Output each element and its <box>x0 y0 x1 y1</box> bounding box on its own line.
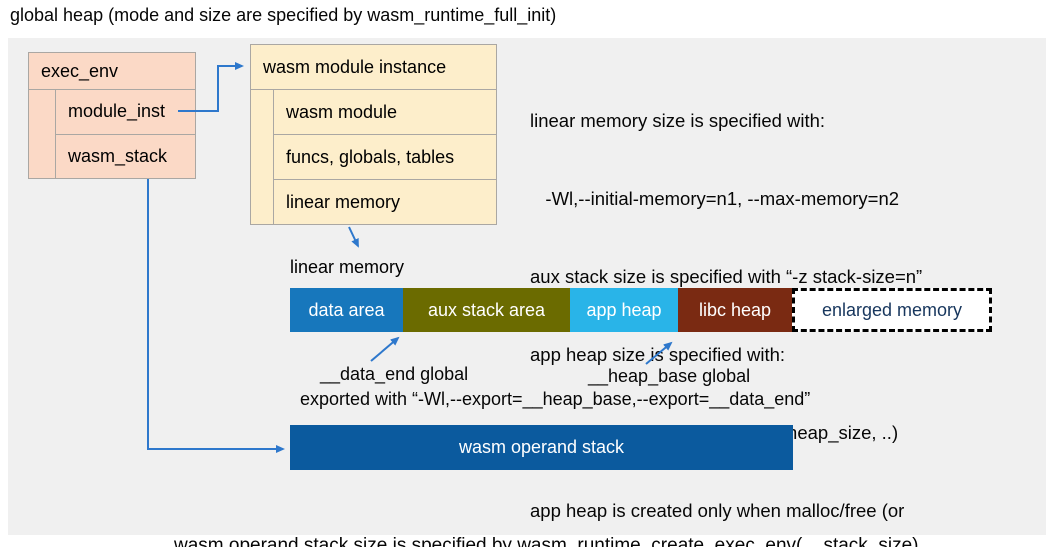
segment-aux-stack-area: aux stack area <box>403 288 570 332</box>
module-instance-indent-strip <box>251 90 274 224</box>
segment-enlarged-memory: enlarged memory <box>792 288 992 332</box>
note-line: app heap size is specified with: <box>530 344 786 365</box>
linear-memory-label: linear memory <box>290 257 405 277</box>
linear-memory-bar: data area aux stack area app heap libc h… <box>290 288 992 332</box>
footer-note: wasm operand stack size is specified by … <box>174 483 919 547</box>
exec-env-body: module_inst wasm_stack <box>29 90 195 178</box>
module-instance-box: wasm module instance wasm module funcs, … <box>250 44 497 225</box>
segment-data-area: data area <box>290 288 403 332</box>
operand-stack-bar: wasm operand stack <box>290 425 793 470</box>
segment-libc-heap: libc heap <box>678 288 792 332</box>
module-inst-cell: module_inst <box>56 90 195 135</box>
wasm-stack-cell: wasm_stack <box>68 145 168 166</box>
wasm-module-cell: wasm module <box>274 90 496 135</box>
exec-env-box: exec_env module_inst wasm_stack <box>28 52 196 179</box>
exec-env-header: exec_env <box>29 53 195 90</box>
exported-with-label: exported with “-Wl,--export=__heap_base,… <box>300 389 811 409</box>
note-line: app heap is created only when malloc/fre… <box>530 500 905 521</box>
module-instance-header: wasm module instance <box>251 45 496 90</box>
note-line: aux stack size is specified with “-z sta… <box>530 266 923 287</box>
exec-env-rows: module_inst wasm_stack <box>56 90 195 178</box>
page-title: global heap (mode and size are specified… <box>10 5 557 25</box>
module-instance-body: wasm module funcs, globals, tables linea… <box>251 90 496 224</box>
linear-memory-cell: linear memory <box>286 191 401 212</box>
note-line: linear memory size is specified with: <box>530 110 826 131</box>
segment-app-heap: app heap <box>570 288 678 332</box>
module-instance-rows: wasm module funcs, globals, tables linea… <box>274 90 496 224</box>
data-end-global-label: __data_end global <box>320 364 469 384</box>
footer-line: wasm operand stack size is specified by … <box>174 535 919 547</box>
note-line: -Wl,--initial-memory=n1, --max-memory=n2 <box>530 188 900 209</box>
exec-env-indent-strip <box>29 90 56 178</box>
heap-base-global-label: __heap_base global <box>588 366 751 386</box>
funcs-globals-tables-cell: funcs, globals, tables <box>274 135 496 180</box>
